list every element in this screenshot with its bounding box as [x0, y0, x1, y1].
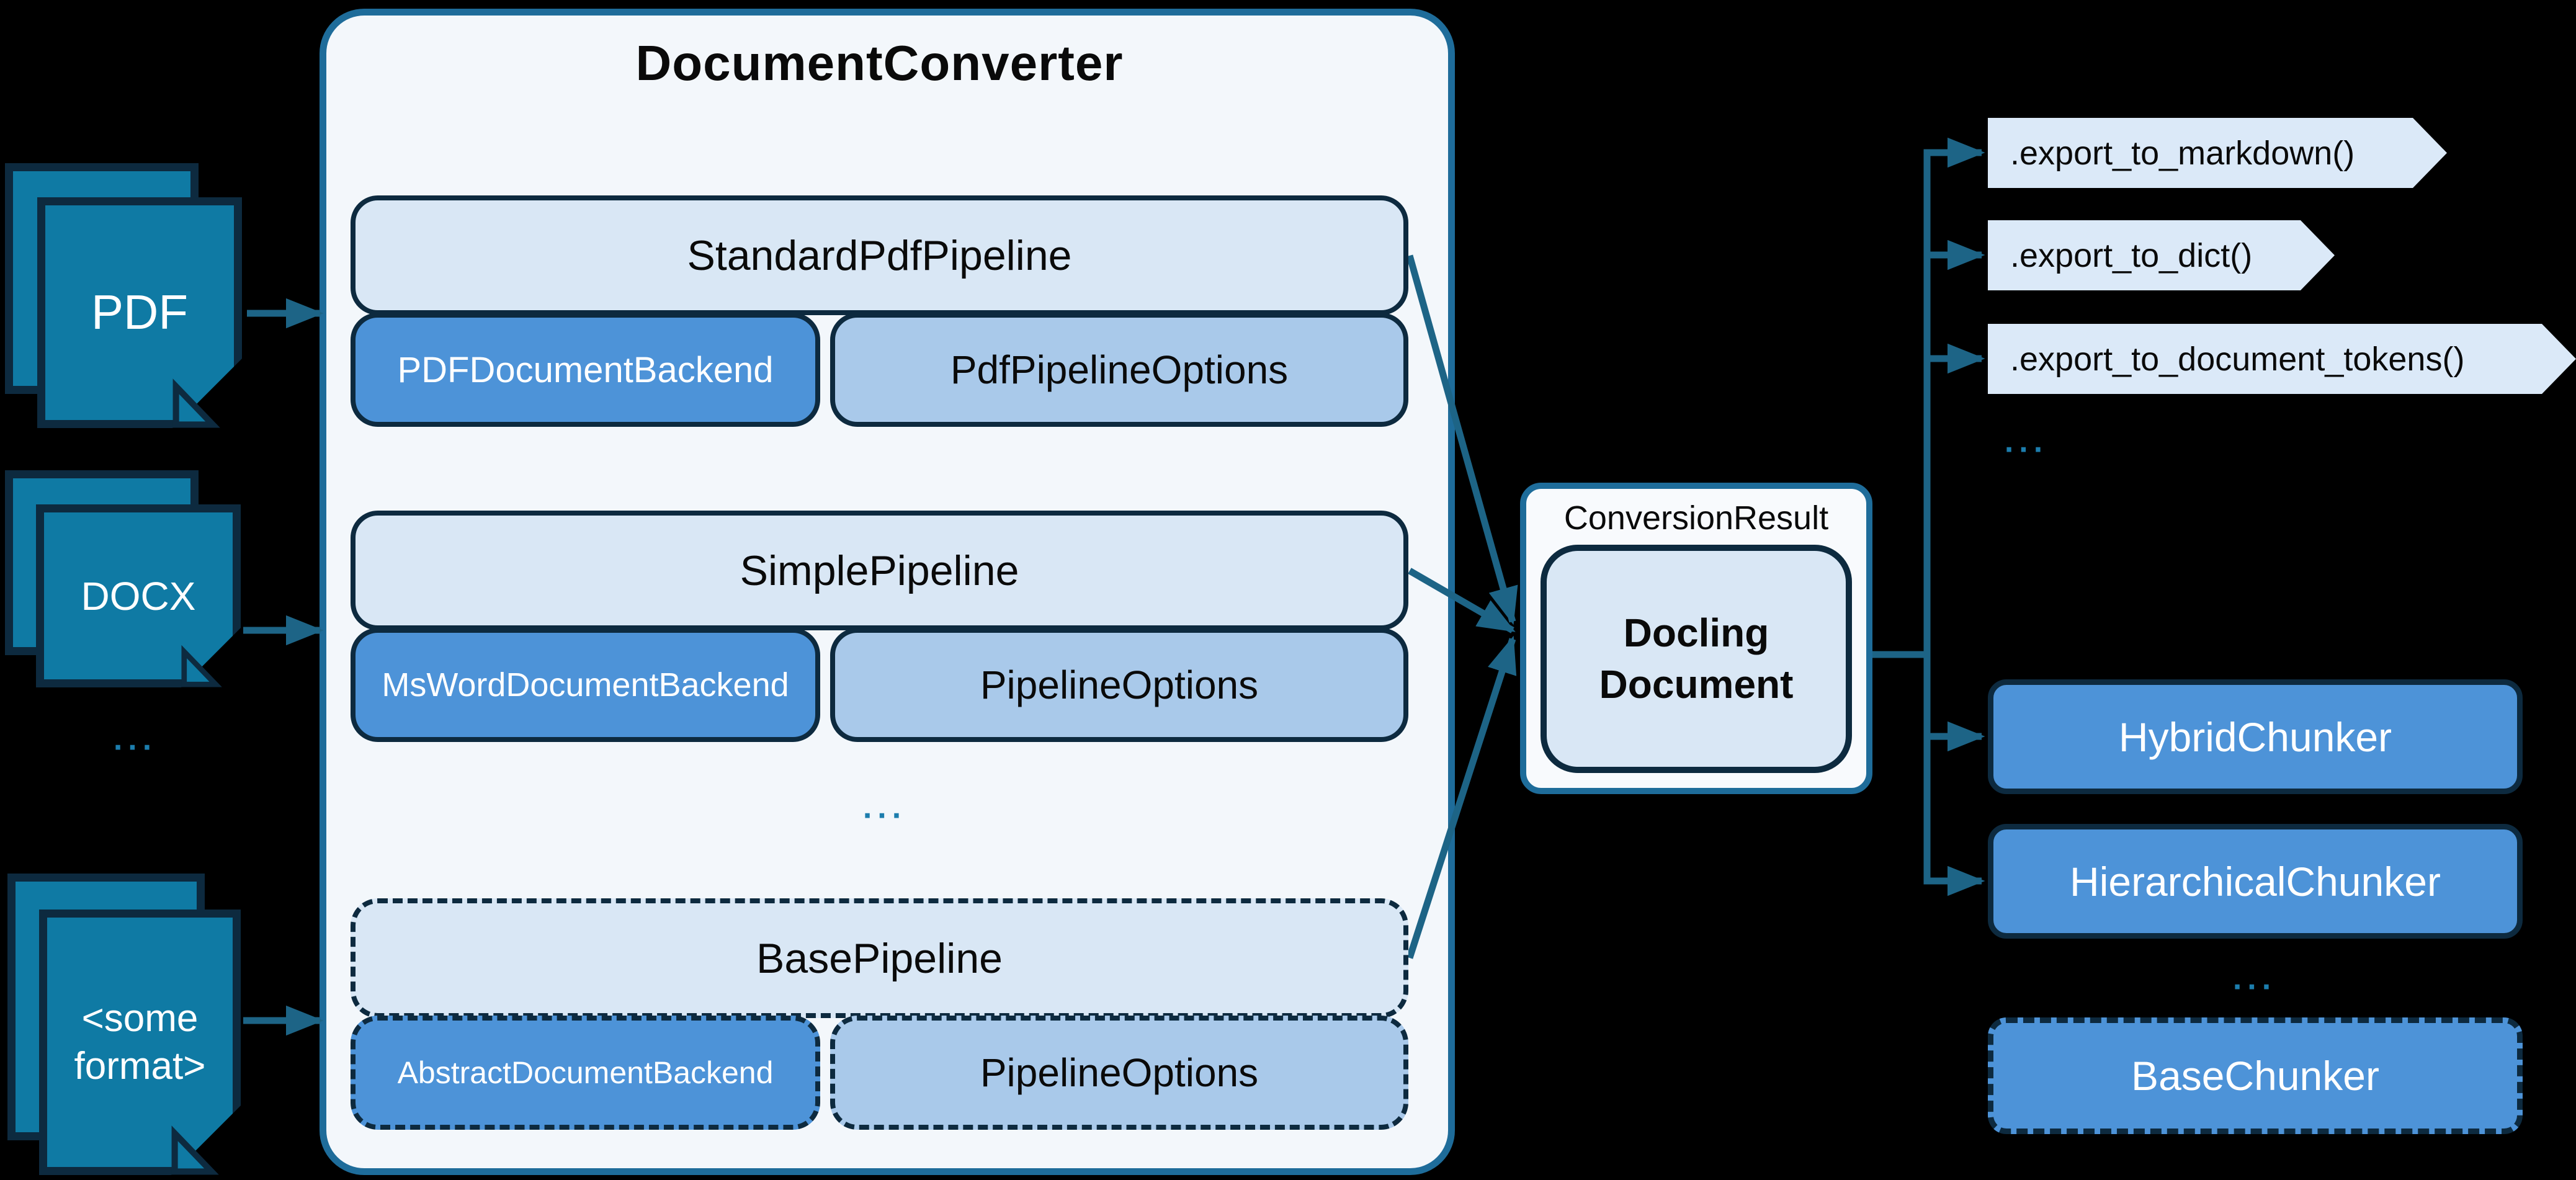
hierarchical-chunker-box: HierarchicalChunker	[1988, 824, 2523, 939]
docling-document-line2: Document	[1599, 662, 1794, 707]
some-format-line2: format>	[74, 1045, 206, 1088]
page-fold-icon	[172, 359, 242, 428]
export-method-label: .export_to_dict()	[2010, 236, 2253, 274]
export-to-dict-chevron: .export_to_dict()	[1988, 220, 2335, 290]
pdf-document-backend-box: PDFDocumentBackend	[351, 313, 820, 427]
page-fold-icon	[181, 628, 241, 687]
more-formats-ellipsis: ...	[113, 721, 158, 758]
docx-documents-icon: DOCX	[5, 470, 252, 692]
backend-label: AbstractDocumentBackend	[397, 1055, 774, 1090]
document-front-sheet: DOCX	[36, 504, 241, 687]
pipeline-options-box: PipelineOptions	[830, 1016, 1408, 1130]
chunker-label: BaseChunker	[2131, 1053, 2379, 1099]
more-chunkers-ellipsis: ...	[2232, 960, 2277, 997]
docling-document-line1: Docling	[1623, 610, 1769, 655]
conversion-result-label: ConversionResult	[1563, 499, 1829, 537]
some-format-label: <some format>	[47, 918, 233, 1167]
document-front-sheet: <some format>	[39, 910, 241, 1175]
chunker-label: HierarchicalChunker	[2070, 858, 2441, 905]
msword-document-backend-box: MsWordDocumentBackend	[351, 628, 820, 742]
generic-format-documents-icon: <some format>	[7, 874, 253, 1176]
pipeline-label: BasePipeline	[756, 934, 1003, 982]
hybrid-chunker-box: HybridChunker	[1988, 679, 2523, 794]
options-label: PdfPipelineOptions	[950, 347, 1289, 392]
export-to-document-tokens-chevron: .export_to_document_tokens()	[1988, 324, 2576, 394]
more-pipelines-ellipsis: ...	[862, 789, 907, 826]
docx-label: DOCX	[81, 573, 196, 619]
backend-label: MsWordDocumentBackend	[382, 666, 789, 704]
base-chunker-box: BaseChunker	[1988, 1017, 2523, 1134]
options-label: PipelineOptions	[980, 1050, 1259, 1095]
pdf-documents-icon: PDF	[5, 163, 252, 428]
document-front-sheet: PDF	[37, 197, 242, 428]
options-label: PipelineOptions	[980, 663, 1259, 707]
standard-pdf-pipeline-box: StandardPdfPipeline	[351, 195, 1408, 315]
more-exports-ellipsis: ...	[2004, 423, 2049, 460]
chunker-label: HybridChunker	[2118, 713, 2392, 760]
export-method-label: .export_to_document_tokens()	[2010, 340, 2465, 378]
pdf-pipeline-options-box: PdfPipelineOptions	[830, 313, 1408, 427]
document-converter-title: DocumentConverter	[635, 35, 1124, 91]
page-fold-icon	[171, 1106, 241, 1175]
backend-label: PDFDocumentBackend	[397, 349, 774, 390]
docling-document-box: Docling Document	[1541, 545, 1852, 773]
export-method-label: .export_to_markdown()	[2010, 134, 2355, 172]
simple-pipeline-box: SimplePipeline	[351, 511, 1408, 630]
pipeline-label: SimplePipeline	[740, 547, 1019, 594]
pipeline-label: StandardPdfPipeline	[687, 231, 1072, 279]
pipeline-options-box: PipelineOptions	[830, 628, 1408, 742]
some-format-line1: <some	[81, 996, 199, 1040]
pdf-label: PDF	[91, 285, 188, 340]
export-to-markdown-chevron: .export_to_markdown()	[1988, 118, 2447, 188]
base-pipeline-box: BasePipeline	[351, 898, 1408, 1018]
abstract-document-backend-box: AbstractDocumentBackend	[351, 1016, 820, 1130]
